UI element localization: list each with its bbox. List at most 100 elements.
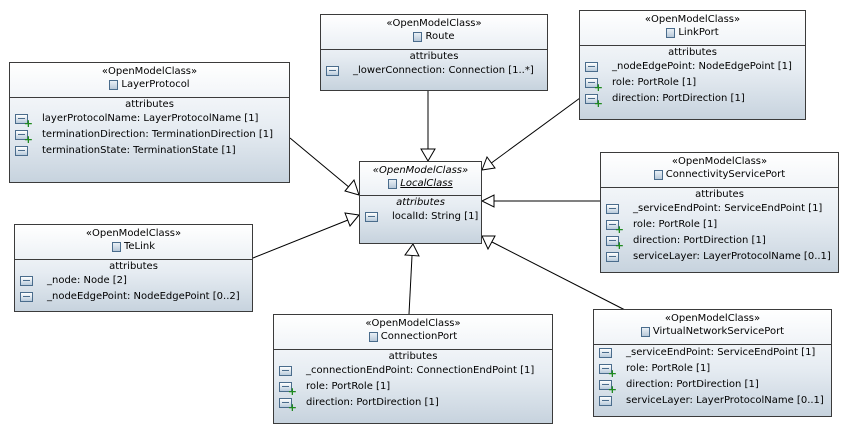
stereotype: «OpenModelClass» <box>671 156 768 167</box>
attribute-row[interactable]: role: PortRole [1] <box>601 217 838 235</box>
attribute-row[interactable]: role: PortRole [1] <box>274 379 552 397</box>
attribute-text: layerProtocolName: LayerProtocolName [1] <box>42 112 259 124</box>
class-name: LayerProtocol <box>121 79 190 90</box>
class-name: ConnectivityServicePort <box>665 169 786 180</box>
edge-connectionport-localclass <box>404 243 420 315</box>
attribute-plus-icon <box>279 397 297 413</box>
attribute-row[interactable]: role: PortRole [1] <box>580 75 805 93</box>
attribute-text: serviceLayer: LayerProtocolName [0..1] <box>626 394 824 406</box>
class-layerprotocol[interactable]: «OpenModelClass» LayerProtocol attribute… <box>9 62 290 183</box>
class-localclass[interactable]: «OpenModelClass» LocalClass attributes l… <box>359 161 482 244</box>
stereotype: «OpenModelClass» <box>85 228 182 239</box>
compartment-label: attributes <box>668 46 717 58</box>
attribute-text: _nodeEdgePoint: NodeEdgePoint [0..2] <box>47 290 240 302</box>
class-icon <box>653 169 663 180</box>
attribute-row[interactable]: _serviceEndPoint: ServiceEndPoint [1] <box>601 201 838 217</box>
attribute-icon <box>326 65 339 76</box>
attribute-text: terminationState: TerminationState [1] <box>42 144 236 156</box>
attribute-icon <box>15 145 28 156</box>
attribute-text: _serviceEndPoint: ServiceEndPoint [1] <box>626 346 816 358</box>
attribute-plus-icon <box>606 219 624 235</box>
separator <box>601 186 838 188</box>
attribute-text: role: PortRole [1] <box>612 76 697 88</box>
attribute-row[interactable]: serviceLayer: LayerProtocolName [0..1] <box>601 249 838 265</box>
class-icon <box>388 178 398 189</box>
attribute-row[interactable]: layerProtocolName: LayerProtocolName [1] <box>10 111 289 129</box>
attribute-icon <box>365 211 378 222</box>
edge-route-localclass <box>420 91 436 162</box>
edge-virtualnetworkserviceport-localclass <box>481 235 626 311</box>
class-linkport[interactable]: «OpenModelClass» LinkPort attributes _no… <box>579 10 806 120</box>
class-icon <box>640 326 650 337</box>
attribute-plus-icon <box>585 77 603 93</box>
attribute-plus-icon <box>15 113 33 129</box>
attribute-text: role: PortRole [1] <box>626 362 711 374</box>
attribute-row[interactable]: _nodeEdgePoint: NodeEdgePoint [0..2] <box>15 289 252 305</box>
attribute-text: localId: String [1] <box>392 210 479 222</box>
class-connectivityserviceport[interactable]: «OpenModelClass» ConnectivityServicePort… <box>600 152 839 273</box>
class-icon <box>109 79 119 90</box>
class-connectionport[interactable]: «OpenModelClass» ConnectionPort attribut… <box>273 314 553 424</box>
edge-linkport-localclass <box>481 97 581 171</box>
class-name: ConnectionPort <box>380 331 458 342</box>
attribute-plus-icon <box>599 379 617 395</box>
class-header: «OpenModelClass» LocalClass <box>360 162 481 193</box>
attribute-text: serviceLayer: LayerProtocolName [0..1] <box>633 250 831 262</box>
attribute-icon <box>20 291 33 302</box>
class-icon <box>111 241 121 252</box>
attribute-text: _nodeEdgePoint: NodeEdgePoint [1] <box>612 60 792 72</box>
attribute-icon <box>279 365 292 376</box>
attribute-icon <box>599 347 612 358</box>
stereotype: «OpenModelClass» <box>101 66 198 77</box>
attribute-row[interactable]: _connectionEndPoint: ConnectionEndPoint … <box>274 363 552 379</box>
attribute-icon <box>606 203 619 214</box>
compartment-label: attributes <box>695 188 744 200</box>
attribute-row[interactable]: direction: PortDirection [1] <box>580 91 805 109</box>
class-name: LinkPort <box>678 27 719 38</box>
class-name: VirtualNetworkServicePort <box>652 326 785 337</box>
compartment-label: attributes <box>409 50 459 62</box>
attribute-text: _serviceEndPoint: ServiceEndPoint [1] <box>633 202 823 214</box>
attribute-row[interactable]: direction: PortDirection [1] <box>594 377 831 395</box>
attribute-plus-icon <box>15 129 33 145</box>
attribute-text: role: PortRole [1] <box>633 218 718 230</box>
class-header: «OpenModelClass» ConnectivityServicePort <box>601 153 838 184</box>
class-route[interactable]: «OpenModelClass» Route attributes _lower… <box>320 14 548 91</box>
attribute-row[interactable]: serviceLayer: LayerProtocolName [0..1] <box>594 393 831 409</box>
compartment-label: attributes <box>388 350 438 362</box>
attribute-plus-icon <box>279 381 297 397</box>
edge-telink-localclass <box>252 212 360 259</box>
attribute-row[interactable]: _node: Node [2] <box>15 273 252 289</box>
attribute-row[interactable]: _nodeEdgePoint: NodeEdgePoint [1] <box>580 59 805 75</box>
edge-connectivityserviceport-localclass <box>480 194 600 208</box>
class-header: «OpenModelClass» Route <box>321 15 547 46</box>
compartment-label: attributes <box>396 196 445 208</box>
separator <box>274 348 552 350</box>
stereotype: «OpenModelClass» <box>386 18 482 29</box>
class-telink[interactable]: «OpenModelClass» TeLink attributes _node… <box>14 224 253 312</box>
attribute-row[interactable]: terminationDirection: TerminationDirecti… <box>10 127 289 145</box>
attribute-row[interactable]: role: PortRole [1] <box>594 361 831 379</box>
attribute-row[interactable]: localId: String [1] <box>360 209 481 225</box>
compartment-label: attributes <box>109 260 158 272</box>
separator <box>594 343 831 345</box>
attribute-row[interactable]: _lowerConnection: Connection [1..*] <box>321 63 547 79</box>
attribute-icon <box>585 61 598 72</box>
class-header: «OpenModelClass» VirtualNetworkServicePo… <box>594 310 831 341</box>
edge-layerprotocol-localclass <box>289 137 360 196</box>
stereotype: «OpenModelClass» <box>365 318 461 329</box>
attribute-row[interactable]: _serviceEndPoint: ServiceEndPoint [1] <box>594 345 831 361</box>
stereotype: «OpenModelClass» <box>372 165 469 176</box>
class-header: «OpenModelClass» ConnectionPort <box>274 315 552 346</box>
attribute-row[interactable]: direction: PortDirection [1] <box>274 395 552 413</box>
attribute-icon <box>599 395 612 406</box>
class-icon <box>368 331 378 342</box>
separator <box>580 44 805 46</box>
attribute-row[interactable]: terminationState: TerminationState [1] <box>10 143 289 159</box>
attribute-text: terminationDirection: TerminationDirecti… <box>42 128 274 140</box>
attribute-text: _lowerConnection: Connection [1..*] <box>353 64 534 76</box>
attribute-row[interactable]: direction: PortDirection [1] <box>601 233 838 251</box>
attribute-plus-icon <box>585 93 603 109</box>
class-virtualnetworkserviceport[interactable]: «OpenModelClass» VirtualNetworkServicePo… <box>593 309 832 417</box>
